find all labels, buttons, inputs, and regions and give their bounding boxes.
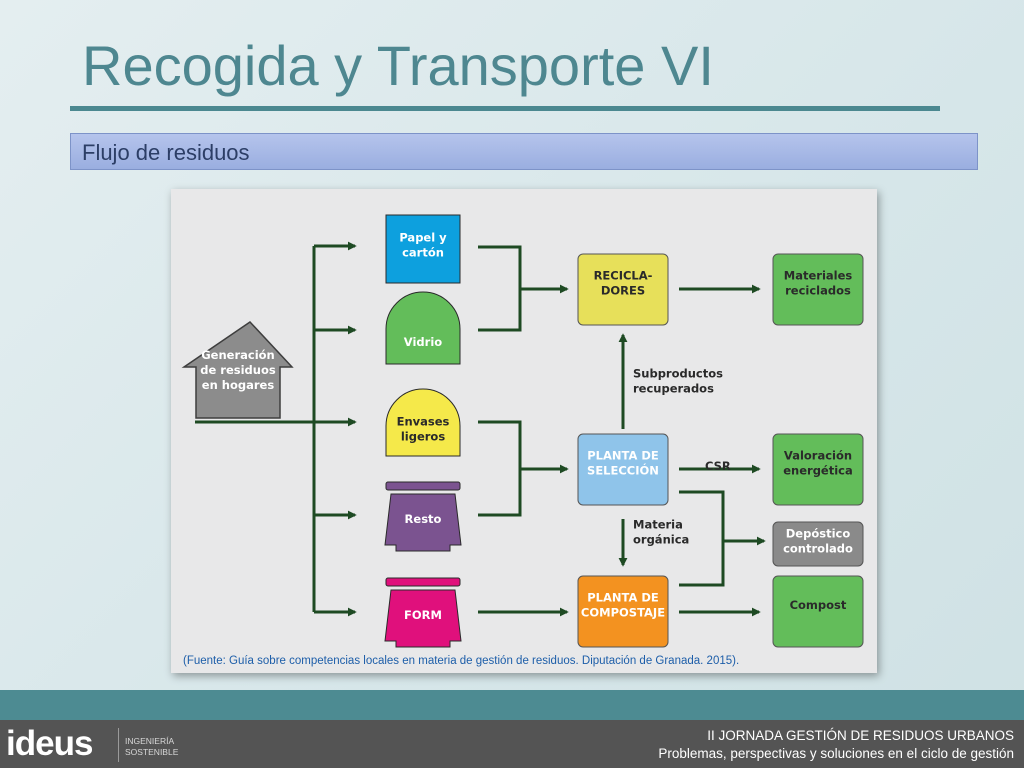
node-label-line: Materia (633, 518, 683, 532)
node-label-line: cartón (402, 246, 444, 260)
node-label-line: Compost (790, 598, 847, 612)
container-form-label: FORM (404, 608, 442, 622)
source-citation: (Fuente: Guía sobre competencias locales… (183, 655, 740, 667)
node-label-line: Subproductos (633, 367, 723, 381)
node-label-line: reciclados (785, 284, 851, 298)
node-label-line: CSR (705, 459, 731, 473)
container-vidrio-label: Vidrio (404, 335, 442, 349)
node-label-line: PLANTA DE (587, 591, 659, 605)
node-label-line: ligeros (401, 430, 445, 444)
container-resto: Resto (384, 481, 462, 552)
node-label-line: RECICLA- (594, 269, 653, 283)
footer-event-title: II JORNADA GESTIÓN DE RESIDUOS URBANOS (707, 728, 1014, 743)
node-label-line: SELECCIÓN (587, 463, 659, 478)
logo-subtitle: INGENIERÍA SOSTENIBLE (125, 736, 178, 757)
node-label-line: en hogares (202, 378, 275, 392)
node-label-line: Papel y (399, 231, 447, 245)
facility-recicladores-label: RECICLA-DORES (594, 269, 653, 298)
node-label-line: Depóstico (786, 527, 851, 541)
node-label-line: Resto (405, 512, 442, 526)
facility-recicladores: RECICLA-DORES (577, 253, 669, 326)
node-label-line: Valoración (784, 449, 852, 463)
title-underline (70, 106, 940, 111)
footer-bar (0, 720, 1024, 768)
node-label-line: Envases (397, 415, 450, 429)
node-label-line: energética (783, 464, 853, 478)
node-label-line: Generación (201, 348, 275, 362)
node-label-line: PLANTA DE (587, 449, 659, 463)
footer-event-subtitle: Problemas, perspectivas y soluciones en … (658, 746, 1014, 761)
node-label-line: controlado (783, 542, 853, 556)
logo-divider (118, 728, 119, 762)
node-label-line: orgánica (633, 533, 689, 547)
logo-sub-line-2: SOSTENIBLE (125, 746, 179, 757)
container-form: FORM (384, 577, 462, 648)
node-label-line: DORES (601, 284, 645, 298)
container-resto-label: Resto (405, 512, 442, 526)
node-label-line: COMPOSTAJE (581, 606, 665, 620)
node-label-line: recuperados (633, 382, 714, 396)
node-label-line: de residuos (200, 363, 276, 377)
flow-connectors (195, 241, 766, 617)
logo-sub-line-1: INGENIERÍA (125, 736, 175, 746)
slide-title: Recogida y Transporte VI (82, 34, 714, 97)
subtitle-bar: Flujo de residuos (70, 133, 978, 170)
subtitle-text: Flujo de residuos (82, 140, 250, 165)
footer-accent-band (0, 690, 1024, 720)
ideus-logo: ideus (6, 724, 93, 763)
output-compost-label: Compost (790, 598, 847, 612)
container-vidrio: Vidrio (385, 291, 461, 365)
node-label-line: FORM (404, 608, 442, 622)
flow-label-csr: CSR (705, 459, 731, 473)
output-compost: Compost (772, 575, 864, 648)
node-label-line: Materiales (784, 269, 853, 283)
node-label-line: Vidrio (404, 335, 442, 349)
